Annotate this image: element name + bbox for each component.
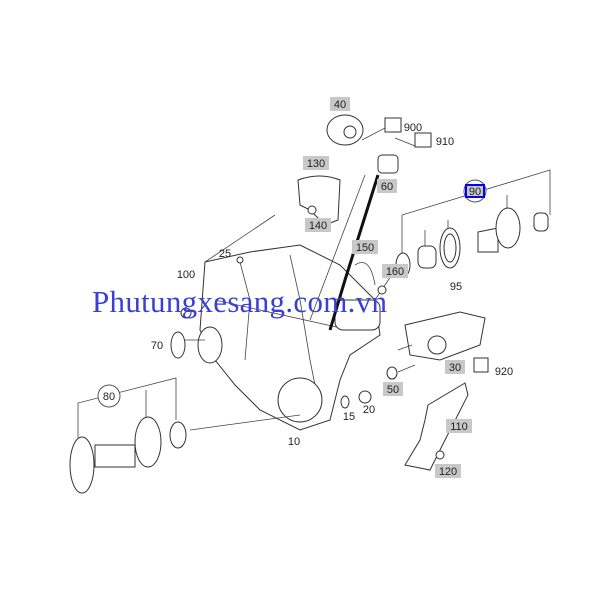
part-110[interactable]	[404, 382, 469, 471]
label-100[interactable]: 100	[177, 269, 195, 281]
part-20[interactable]	[358, 390, 372, 404]
part-25[interactable]	[236, 256, 244, 264]
part-120[interactable]	[435, 450, 445, 460]
label-10[interactable]: 10	[288, 436, 300, 448]
label-95[interactable]: 95	[450, 281, 462, 293]
part-140[interactable]	[307, 205, 317, 215]
part-920[interactable]	[473, 357, 489, 373]
svg-text:160: 160	[386, 266, 404, 278]
watermark: Phutungxesang.com.vn	[92, 284, 388, 319]
label-130[interactable]: 130	[303, 156, 329, 170]
svg-text:60: 60	[381, 181, 393, 193]
o-ring-80[interactable]	[169, 421, 187, 449]
label-900[interactable]: 900	[404, 122, 422, 134]
label-140[interactable]: 140	[305, 218, 331, 232]
part-50[interactable]	[386, 366, 398, 380]
label-160[interactable]: 160	[382, 264, 408, 278]
label-60[interactable]: 60	[377, 179, 397, 193]
label-910[interactable]: 910	[436, 136, 454, 148]
svg-text:30: 30	[449, 362, 461, 374]
output-flange-seat	[277, 377, 323, 423]
part-100[interactable]	[180, 307, 192, 319]
svg-text:90: 90	[469, 186, 481, 198]
svg-text:120: 120	[439, 466, 457, 478]
breather-hose	[328, 174, 380, 331]
bearing[interactable]	[417, 245, 437, 269]
label-920[interactable]: 920	[495, 366, 513, 378]
part-80-flange[interactable]	[69, 436, 95, 494]
part-60[interactable]	[377, 154, 399, 174]
svg-text:80: 80	[103, 391, 115, 403]
seal-ring[interactable]	[134, 416, 162, 468]
part-910[interactable]	[414, 132, 432, 148]
part-160[interactable]	[377, 285, 387, 295]
svg-text:50: 50	[387, 384, 399, 396]
svg-text:140: 140	[309, 220, 327, 232]
svg-text:130: 130	[307, 158, 325, 170]
label-80[interactable]: 80	[97, 384, 121, 408]
label-150[interactable]: 150	[352, 240, 378, 254]
label-90-highlighted[interactable]: 90	[463, 179, 487, 203]
part-900[interactable]	[384, 117, 402, 133]
input-boss	[197, 326, 223, 364]
label-20[interactable]: 20	[363, 404, 375, 416]
label-40[interactable]: 40	[330, 97, 350, 111]
label-15[interactable]: 15	[343, 411, 355, 423]
svg-text:110: 110	[450, 421, 468, 433]
part-130[interactable]	[297, 175, 341, 226]
label-25[interactable]: 25	[219, 248, 231, 260]
transfer-case-housing[interactable]	[199, 244, 381, 431]
cap[interactable]	[533, 212, 549, 232]
label-110[interactable]: 110	[446, 419, 472, 433]
part-15[interactable]	[340, 395, 350, 409]
output-flange-90[interactable]	[477, 227, 499, 253]
input-shaft	[94, 444, 136, 468]
part-30[interactable]	[404, 311, 486, 361]
label-120[interactable]: 120	[435, 464, 461, 478]
label-70[interactable]: 70	[151, 340, 163, 352]
svg-text:40: 40	[334, 99, 346, 111]
part-70[interactable]	[170, 331, 186, 359]
label-30[interactable]: 30	[445, 360, 465, 374]
svg-text:150: 150	[356, 242, 374, 254]
label-50[interactable]: 50	[383, 382, 403, 396]
